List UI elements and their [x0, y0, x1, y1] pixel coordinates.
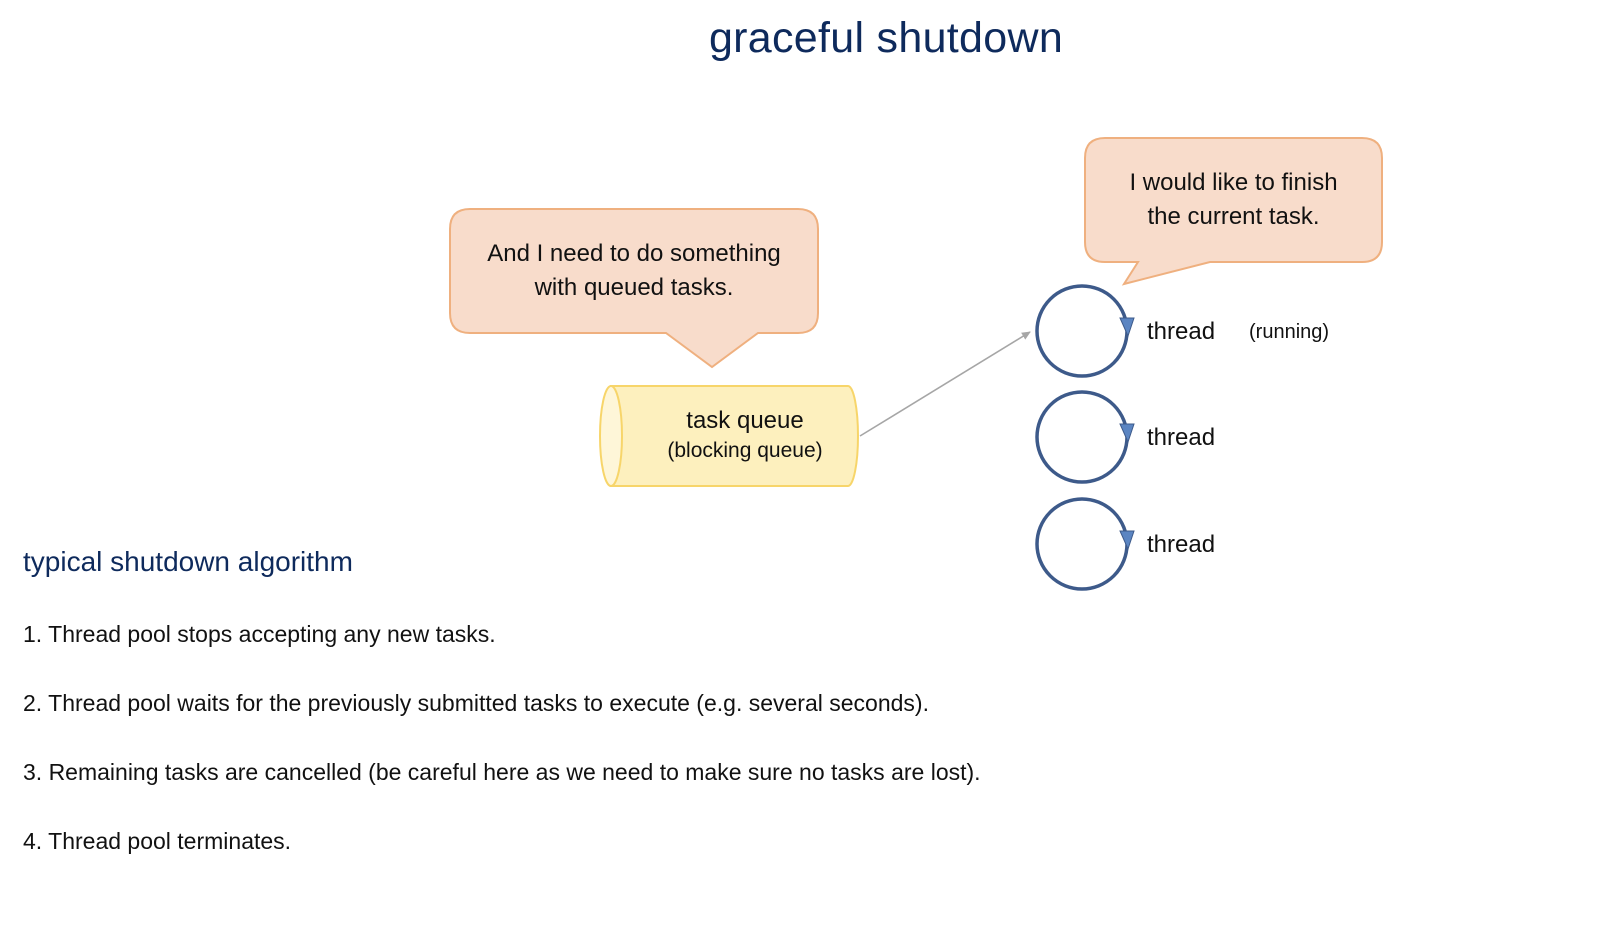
thread-state-running: (running)	[1249, 321, 1330, 343]
queue-callout-line-1: And I need to do something	[487, 240, 781, 267]
algorithm-step: 2. Thread pool waits for the previously …	[23, 690, 929, 716]
thread-callout-line-1: I would like to finish	[1129, 169, 1338, 196]
task-queue-cylinder	[599, 385, 859, 487]
thread-label-1: thread	[1147, 318, 1216, 345]
thread-callout-line-2: the current task.	[1147, 203, 1320, 230]
algorithm-step: 3. Remaining tasks are cancelled (be car…	[23, 759, 981, 785]
thread-callout-bubble	[1084, 137, 1383, 286]
algorithm-heading: typical shutdown algorithm	[23, 546, 353, 577]
thread-callout-text: I would like to finish the current task.	[1085, 166, 1382, 234]
algorithm-steps: 1. Thread pool stops accepting any new t…	[23, 618, 981, 894]
thread-circle-icon-3	[1035, 497, 1135, 591]
queue-callout-text: And I need to do something with queued t…	[450, 237, 818, 305]
queue-to-thread-connector	[859, 331, 1031, 437]
algorithm-step: 4. Thread pool terminates.	[23, 828, 292, 854]
thread-circle-icon-1	[1035, 284, 1135, 378]
thread-label-2: thread	[1147, 424, 1216, 451]
algorithm-step: 1. Thread pool stops accepting any new t…	[23, 621, 496, 647]
thread-circle-icon-2	[1035, 390, 1135, 484]
task-queue-label: task queue (blocking queue)	[640, 406, 850, 466]
queue-callout-bubble	[449, 208, 819, 369]
queue-callout-line-2: with queued tasks.	[534, 274, 734, 301]
thread-label-3: thread	[1147, 531, 1216, 558]
task-queue-subtitle: (blocking queue)	[667, 439, 823, 462]
task-queue-title: task queue	[686, 407, 804, 434]
page-title: graceful shutdown	[708, 14, 1064, 62]
